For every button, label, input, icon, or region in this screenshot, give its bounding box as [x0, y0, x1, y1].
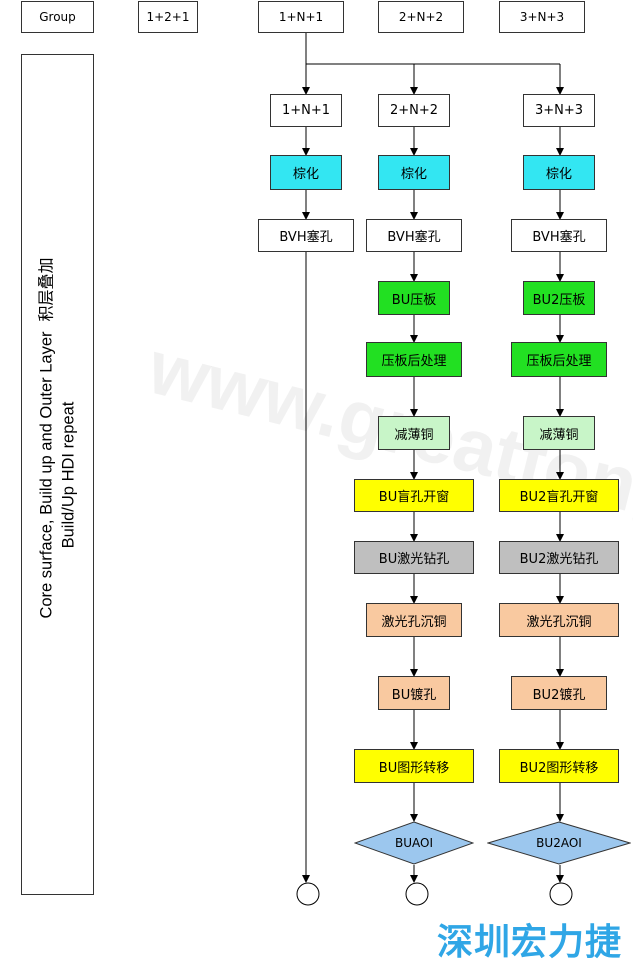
- step-c-aoi-shape: [486, 821, 632, 865]
- step-c-aoi-label: BU2AOI: [536, 836, 582, 850]
- process-group-label: Core surface, Build up and Outer Layer B…: [21, 54, 94, 895]
- step-c-laser-drill: BU2激光钻孔: [499, 541, 619, 574]
- step-b-pattern-transfer: BU图形转移: [354, 749, 474, 783]
- step-c-pattern-transfer: BU2图形转移: [499, 749, 619, 783]
- brand-logo: 深圳宏力捷: [437, 922, 623, 963]
- step-c-electroless-copper: 激光孔沉铜: [499, 603, 619, 637]
- step-b-post-lamination: 压板后处理: [366, 342, 462, 377]
- step-c-bvh-plug: BVH塞孔: [511, 219, 607, 252]
- header-1-n-1: 1+N+1: [258, 1, 344, 33]
- step-b-aoi-label: BUAOI: [395, 836, 433, 850]
- step-c-lamination: BU2压板: [523, 281, 595, 315]
- step-b-copper-thinning: 减薄铜: [378, 416, 450, 450]
- step-a-bvh-plug: BVH塞孔: [258, 219, 354, 252]
- step-c-via-plating: BU2镀孔: [511, 676, 607, 710]
- step-b-lamination: BU压板: [378, 281, 450, 315]
- end-node-c: [549, 882, 573, 906]
- step-b-laser-drill: BU激光钻孔: [354, 541, 474, 574]
- step-b-blind-via-window: BU盲孔开窗: [354, 479, 474, 512]
- step-b-aoi-shape: [353, 821, 475, 865]
- step-b-aoi: BUAOI: [353, 821, 475, 865]
- header-1-2-1: 1+2+1: [138, 1, 198, 33]
- step-a-brown-oxide: 棕化: [270, 155, 342, 190]
- step-b-via-plating: BU镀孔: [378, 676, 450, 710]
- step-c-copper-thinning: 减薄铜: [523, 416, 595, 450]
- header-group: Group: [21, 1, 94, 33]
- end-node-a: [296, 882, 320, 906]
- step-b-brown-oxide: 棕化: [378, 155, 450, 190]
- step-b-bvh-plug: BVH塞孔: [366, 219, 462, 252]
- step-b-start: 2+N+2: [378, 94, 450, 127]
- step-c-aoi: BU2AOI: [486, 821, 632, 865]
- step-a-start: 1+N+1: [270, 94, 342, 127]
- header-3-n-3: 3+N+3: [499, 1, 585, 33]
- end-node-b: [405, 882, 429, 906]
- step-c-post-lamination: 压板后处理: [511, 342, 607, 377]
- step-c-start: 3+N+3: [523, 94, 595, 127]
- header-2-n-2: 2+N+2: [378, 1, 464, 33]
- step-c-brown-oxide: 棕化: [523, 155, 595, 190]
- step-c-blind-via-window: BU2盲孔开窗: [499, 479, 619, 512]
- step-b-electroless-copper: 激光孔沉铜: [366, 603, 462, 637]
